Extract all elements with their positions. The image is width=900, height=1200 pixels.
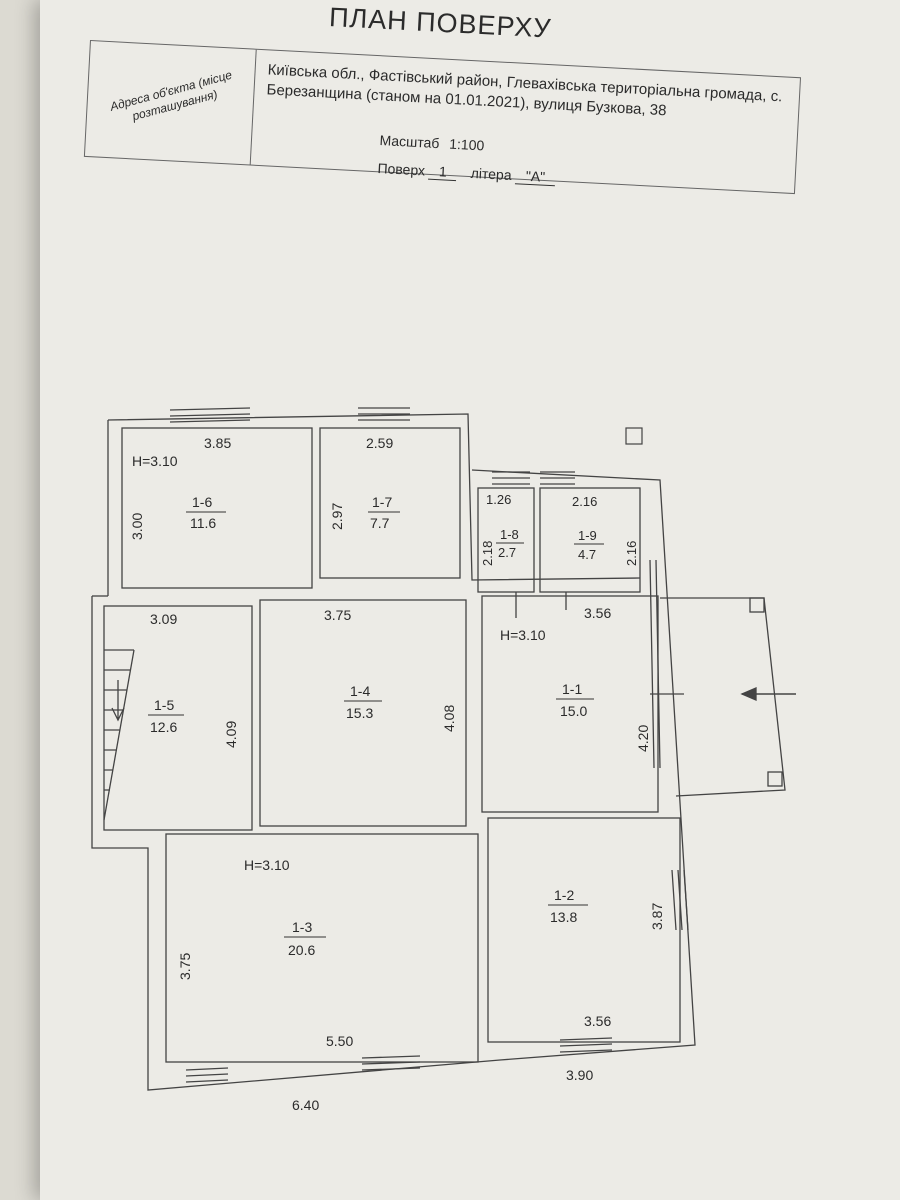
room-1-1-outline — [481, 595, 659, 813]
window-1-9 — [540, 471, 575, 485]
porch-outline — [660, 597, 786, 797]
room-area-1-4: 15.3 — [346, 705, 373, 721]
square-marker-icon — [625, 427, 643, 445]
paper-sheet — [40, 0, 900, 1200]
room-id-1-5: 1-5 — [154, 697, 174, 713]
room-area-1-7: 7.7 — [370, 515, 390, 531]
room-1-3-outline — [165, 833, 479, 1063]
porch-corner-tl — [749, 597, 765, 613]
window-1-2-side — [671, 869, 689, 931]
room-id-1-9: 1-9 — [578, 528, 597, 543]
room-id-1-4: 1-4 — [350, 683, 370, 699]
room-id-1-8: 1-8 — [500, 527, 519, 542]
dim-1-1-width: 3.56 — [584, 605, 611, 621]
stair-steps — [104, 649, 134, 791]
room-id-1-2: 1-2 — [554, 887, 574, 903]
window-1-2 — [559, 1037, 613, 1053]
dim-1-9-height: 2.16 — [624, 541, 639, 566]
dim-1-8-height: 2.18 — [480, 541, 495, 566]
room-1-4-outline — [259, 599, 467, 827]
window-1-3-b — [361, 1055, 421, 1071]
room-area-1-1: 15.0 — [560, 703, 587, 719]
window-1-3-a — [185, 1067, 229, 1083]
room-area-1-9: 4.7 — [578, 547, 596, 562]
outer-wall-main — [91, 469, 696, 1091]
height-label-2: H=3.10 — [500, 627, 546, 643]
porch-corner-br — [767, 771, 783, 787]
room-area-1-8: 2.7 — [498, 545, 516, 560]
dim-1-3-width: 5.50 — [326, 1033, 353, 1049]
dim-1-8-width: 1.26 — [486, 492, 511, 507]
height-label-3: H=3.10 — [244, 857, 290, 873]
room-id-1-6: 1-6 — [192, 494, 212, 510]
dim-total-left: 6.40 — [292, 1097, 319, 1113]
stair-diagonal — [103, 649, 135, 821]
room-area-1-2: 13.8 — [550, 909, 577, 925]
room-id-1-1: 1-1 — [562, 681, 582, 697]
outer-wall-top — [107, 413, 641, 581]
dim-1-2-width: 3.56 — [584, 1013, 611, 1029]
room-id-1-3: 1-3 — [292, 919, 312, 935]
dim-1-4-height: 4.08 — [441, 705, 457, 732]
window-1-1-side — [649, 559, 661, 769]
dim-1-9-width: 2.16 — [572, 494, 597, 509]
room-area-1-6: 11.6 — [190, 515, 216, 531]
height-label-1: H=3.10 — [132, 453, 178, 469]
dim-1-4-width: 3.75 — [324, 607, 351, 623]
room-1-2-outline — [487, 817, 681, 1043]
room-1-5-outline — [103, 605, 253, 831]
room-1-6-outline — [121, 427, 313, 589]
window-1-8 — [492, 471, 530, 485]
dim-1-7-width: 2.59 — [366, 435, 393, 451]
dim-total-right: 3.90 — [566, 1067, 593, 1083]
dim-1-1-height: 4.20 — [635, 725, 651, 752]
room-id-1-7: 1-7 — [372, 494, 392, 510]
dim-1-5-width: 3.09 — [150, 611, 177, 627]
room-area-1-5: 12.6 — [150, 719, 177, 735]
dim-1-6-height: 3.00 — [129, 513, 145, 540]
dim-1-5-height: 4.09 — [223, 721, 239, 748]
door-markers — [515, 592, 684, 695]
room-area-1-3: 20.6 — [288, 942, 315, 958]
entrance-arrowhead-icon — [740, 687, 757, 701]
window-1-6 — [169, 407, 251, 423]
dim-1-6-width: 3.85 — [204, 435, 231, 451]
room-1-7-outline — [319, 427, 461, 579]
stair-arrow-icon — [111, 680, 125, 722]
room-1-8-outline — [477, 487, 535, 593]
window-1-7 — [358, 407, 410, 421]
dim-1-7-height: 2.97 — [329, 503, 345, 530]
dim-1-3-height: 3.75 — [177, 953, 193, 980]
dim-1-2-height: 3.87 — [649, 903, 665, 930]
room-1-9-outline — [539, 487, 641, 593]
